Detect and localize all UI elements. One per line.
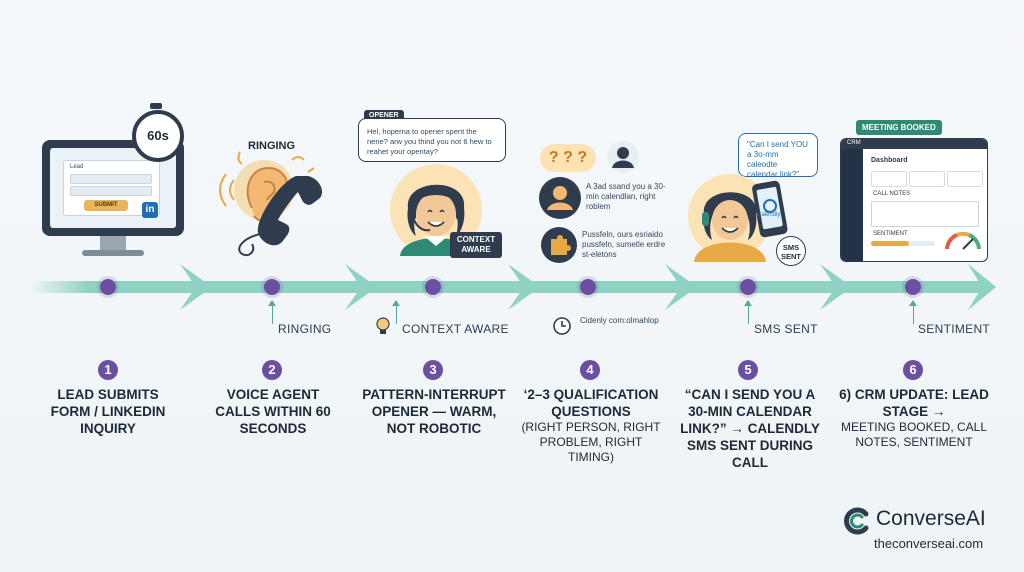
- timeline-node-4: [580, 279, 596, 295]
- question-mark: ?: [548, 149, 559, 166]
- form-label: Lead: [70, 164, 84, 170]
- timeline-node-3: [425, 279, 441, 295]
- step-title-text: 6) CRM UPDATE: LEAD STAGE →: [839, 387, 989, 419]
- step-subtitle: (RIGHT PERSON, RIGHT PROBLEM, RIGHT TIMI…: [521, 420, 661, 464]
- step-title-text: “CAN I SEND YOU A 30-MIN CALENDAR LINK?”…: [680, 387, 820, 470]
- sublabel-sms-sent: SMS SENT: [754, 322, 818, 336]
- sentiment-gauge-icon: [945, 231, 981, 250]
- agent-avatar-sms: [688, 174, 772, 262]
- crm-card: [947, 171, 983, 187]
- step-title-text: ‘2–3 QUALIFICATION QUESTIONS: [523, 387, 659, 419]
- sublabel-arrow: [744, 300, 752, 324]
- stopwatch-icon: 60s: [132, 110, 184, 162]
- linkedin-icon: in: [142, 202, 158, 218]
- sublabel-calendly: Cidenly com:olmahlop: [580, 316, 659, 325]
- chevron-arrow: [345, 264, 377, 310]
- user-icon: [539, 177, 581, 219]
- step-title-4: ‘2–3 QUALIFICATION QUESTIONS (RIGHT PERS…: [520, 386, 662, 465]
- step-number-6: 6: [903, 360, 923, 380]
- phone-icon: [752, 180, 788, 238]
- step-title-text: LEAD SUBMITS FORM / LINKEDIN INQUIRY: [50, 387, 166, 436]
- sms-sent-badge: SMS SENT: [776, 236, 806, 266]
- crm-card: [909, 171, 945, 187]
- question-mark: ?: [577, 149, 588, 166]
- call-notes-label: CALL NOTES: [873, 191, 911, 197]
- step-title-1: LEAD SUBMITS FORM / LINKEDIN INQUIRY: [40, 386, 176, 437]
- qualification-text-2: Pussfeln, ours esriaido pussfeln, sumetl…: [582, 230, 666, 259]
- context-aware-badge: CONTEXT AWARE: [450, 232, 502, 258]
- phone-handset-icon: [238, 176, 323, 256]
- puzzle-icon: [541, 227, 577, 263]
- chevron-arrow: [820, 264, 852, 310]
- crm-dashboard: CRM Dashboard CALL NOTES SENTIMENT: [840, 138, 988, 262]
- crm-nav-label: CRM: [847, 140, 861, 146]
- form-field[interactable]: [70, 174, 152, 184]
- crm-card: [871, 171, 907, 187]
- monitor-base: [82, 250, 144, 256]
- timeline-node-5: [740, 279, 756, 295]
- step-number-5: 5: [738, 360, 758, 380]
- form-field[interactable]: [70, 186, 152, 196]
- step-number-3: 3: [423, 360, 443, 380]
- question-mark: ?: [563, 149, 573, 166]
- opener-speech-bubble: Hel, hoperna to opener spent the nene? a…: [358, 118, 506, 162]
- submit-button[interactable]: SUBMIT: [84, 200, 128, 211]
- crm-sidebar: [841, 149, 863, 261]
- calendar-link-speech-bubble: "Can I send YOU a 3o-mm caleodte calenda…: [738, 133, 818, 179]
- sublabel-ringing: RINGING: [278, 322, 332, 336]
- ringing-label: RINGING: [248, 140, 296, 152]
- calendly-label: Calendly: [757, 212, 781, 218]
- stopwatch-knob: [150, 103, 162, 109]
- step-title-3: PATTERN-INTERRUPT OPENER — WARM, NOT ROB…: [358, 386, 510, 437]
- chevron-arrow: [180, 264, 212, 310]
- brand-name: ConverseAI: [876, 507, 986, 530]
- brand-url[interactable]: theconverseai.com: [874, 536, 984, 551]
- step-number-1: 1: [98, 360, 118, 380]
- c-logo-icon: [844, 507, 869, 535]
- crm-topbar: [841, 139, 987, 149]
- question-icon: ? ? ?: [540, 144, 596, 172]
- step-title-2: VOICE AGENT CALLS WITHIN 60 SECONDS: [210, 386, 336, 437]
- qualification-text-1: A 3ad ssand you a 30-min calendlan, righ…: [586, 182, 666, 211]
- clock-icon: [553, 317, 571, 335]
- person-icon: [607, 141, 639, 173]
- step-title-text: PATTERN-INTERRUPT OPENER — WARM, NOT ROB…: [362, 387, 506, 436]
- sublabel-arrow: [909, 300, 917, 324]
- timeline-node-6: [905, 279, 921, 295]
- step-title-5: “CAN I SEND YOU A 30-MIN CALENDAR LINK?”…: [676, 386, 824, 471]
- chevron-arrow: [968, 264, 996, 310]
- sublabel-arrow: [392, 300, 400, 324]
- dashboard-title: Dashboard: [871, 157, 908, 164]
- step-subtitle: MEETING BOOKED, CALL NOTES, SENTIMENT: [840, 420, 988, 449]
- chevron-arrow: [665, 264, 697, 310]
- step-number-2: 2: [262, 360, 282, 380]
- sublabel-context-aware: CONTEXT AWARE: [402, 322, 509, 336]
- sublabel-arrow: [268, 300, 276, 324]
- step-number-4: 4: [580, 360, 600, 380]
- meeting-booked-tag: MEETING BOOKED: [856, 120, 942, 135]
- step-title-text: VOICE AGENT CALLS WITHIN 60 SECONDS: [215, 387, 331, 436]
- timeline-node-1: [100, 279, 116, 295]
- call-notes-field[interactable]: [871, 201, 979, 227]
- step-title-6: 6) CRM UPDATE: LEAD STAGE → MEETING BOOK…: [836, 386, 992, 450]
- sublabel-sentiment: SENTIMENT: [918, 322, 991, 336]
- timeline-node-2: [264, 279, 280, 295]
- sentiment-label: SENTIMENT: [873, 231, 908, 237]
- chevron-arrow: [508, 264, 540, 310]
- sentiment-bar: [871, 241, 935, 246]
- lightbulb-icon: [376, 317, 390, 334]
- monitor-stand: [100, 236, 126, 250]
- opener-tag: OPENER: [364, 110, 404, 121]
